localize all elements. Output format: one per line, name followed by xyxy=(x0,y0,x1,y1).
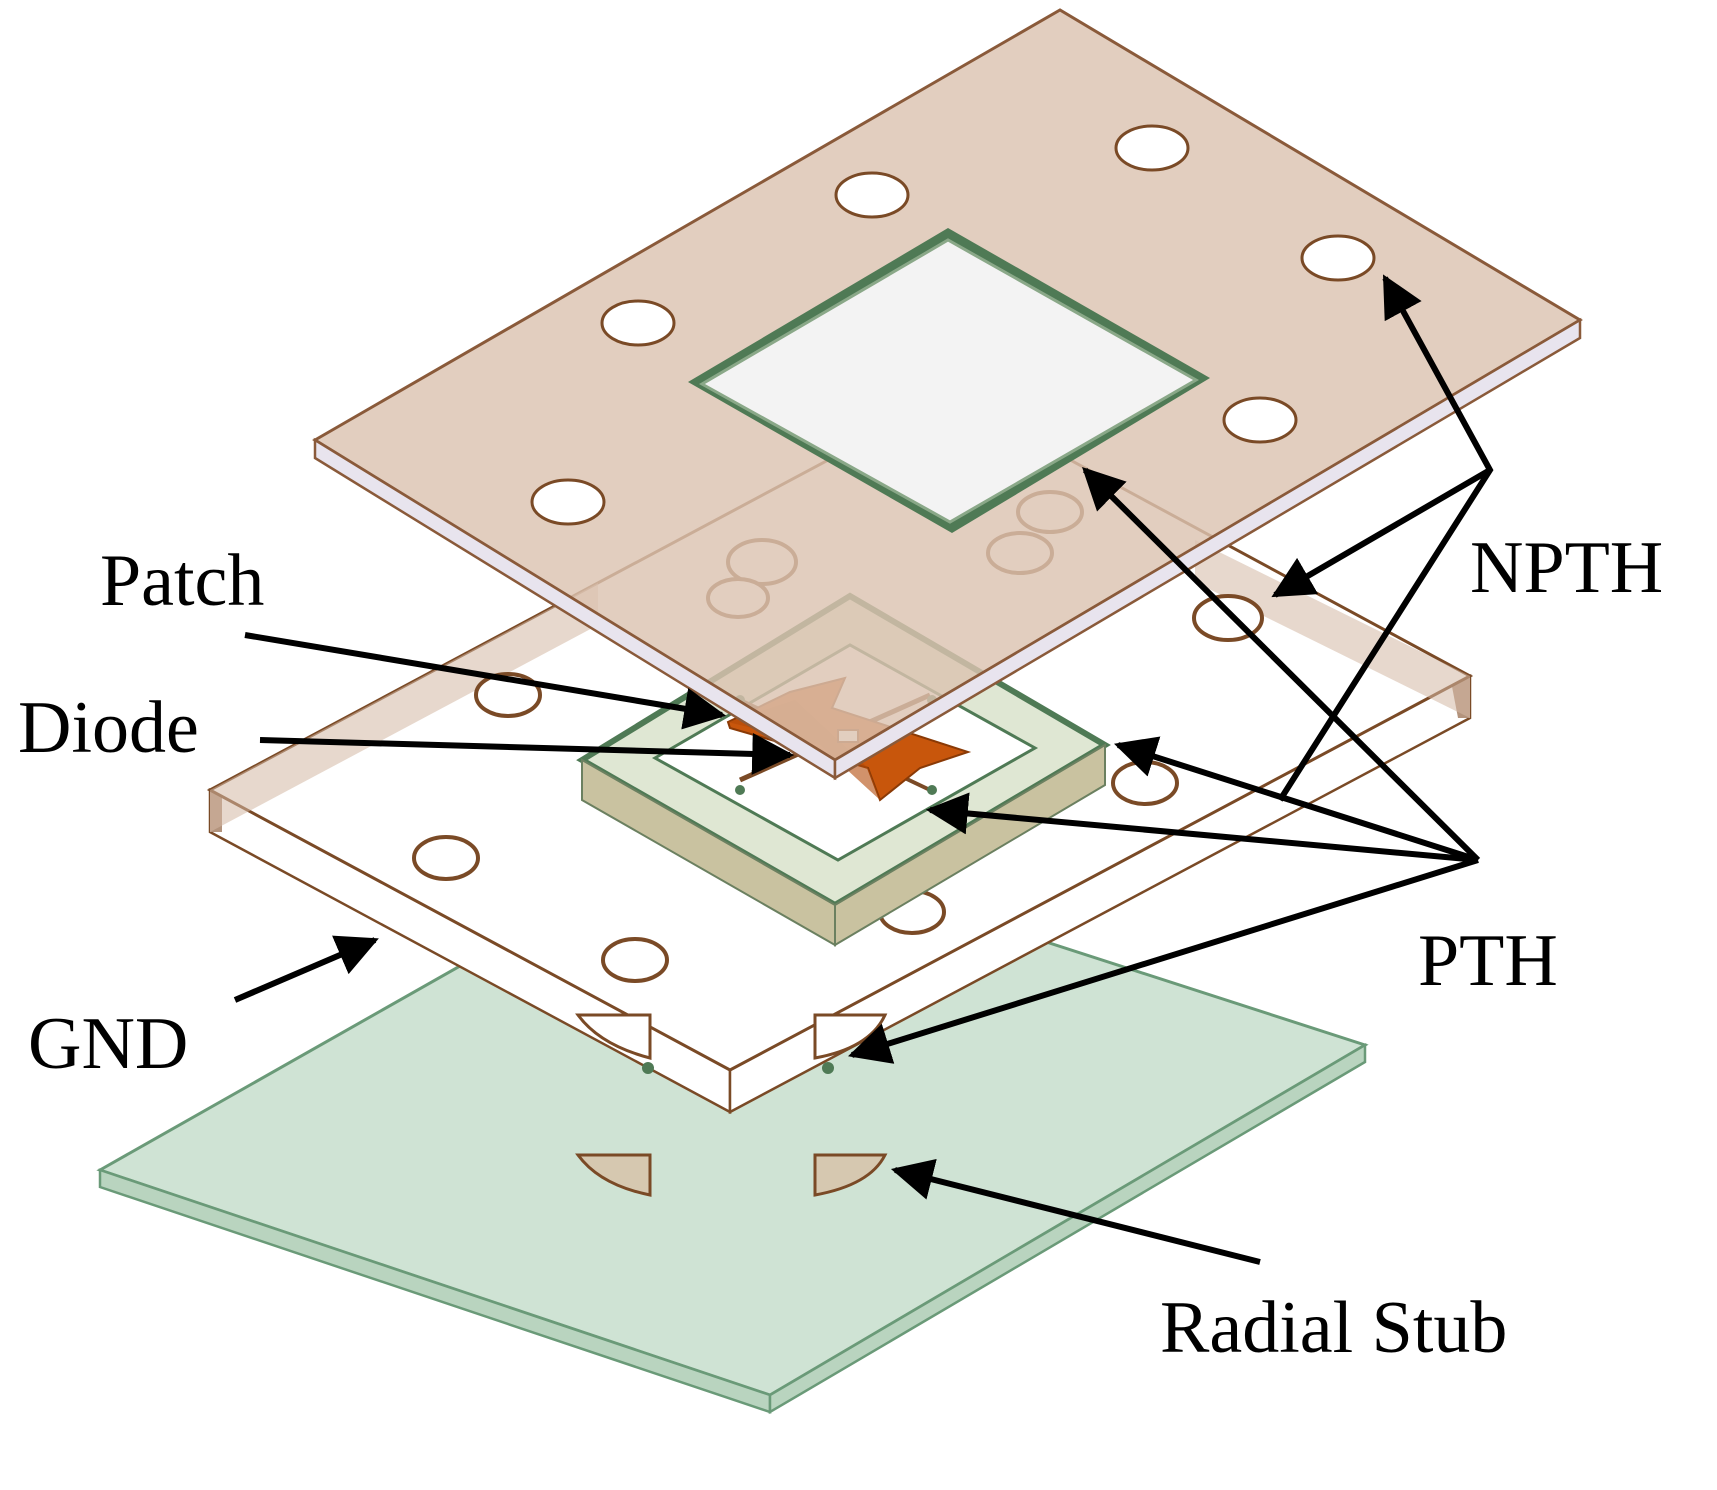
arrow-icon xyxy=(1113,736,1479,863)
arrow-icon xyxy=(1271,467,1492,598)
gnd-plane-layer xyxy=(96,828,1369,1415)
arrow-icon xyxy=(890,1158,1261,1265)
callout-arrows xyxy=(233,274,1494,1265)
radial-stub-right xyxy=(813,1153,888,1197)
label-diode: Diode xyxy=(18,687,199,769)
arrow-icon xyxy=(1082,467,1481,863)
label-patch: Patch xyxy=(100,540,264,622)
npth-cover-layer xyxy=(312,8,1583,781)
label-npth: NPTH xyxy=(1470,527,1663,609)
arrow-icon xyxy=(847,857,1479,1064)
label-gnd: GND xyxy=(28,1003,188,1085)
arrow-icon xyxy=(925,792,1479,863)
arrow-icon xyxy=(233,935,379,1003)
label-pth: PTH xyxy=(1418,920,1558,1002)
radial-stub-left xyxy=(575,1153,652,1197)
arrow-icon xyxy=(244,632,727,730)
label-radial-stub: Radial Stub xyxy=(1160,1287,1507,1369)
arrow-icon xyxy=(259,732,795,775)
